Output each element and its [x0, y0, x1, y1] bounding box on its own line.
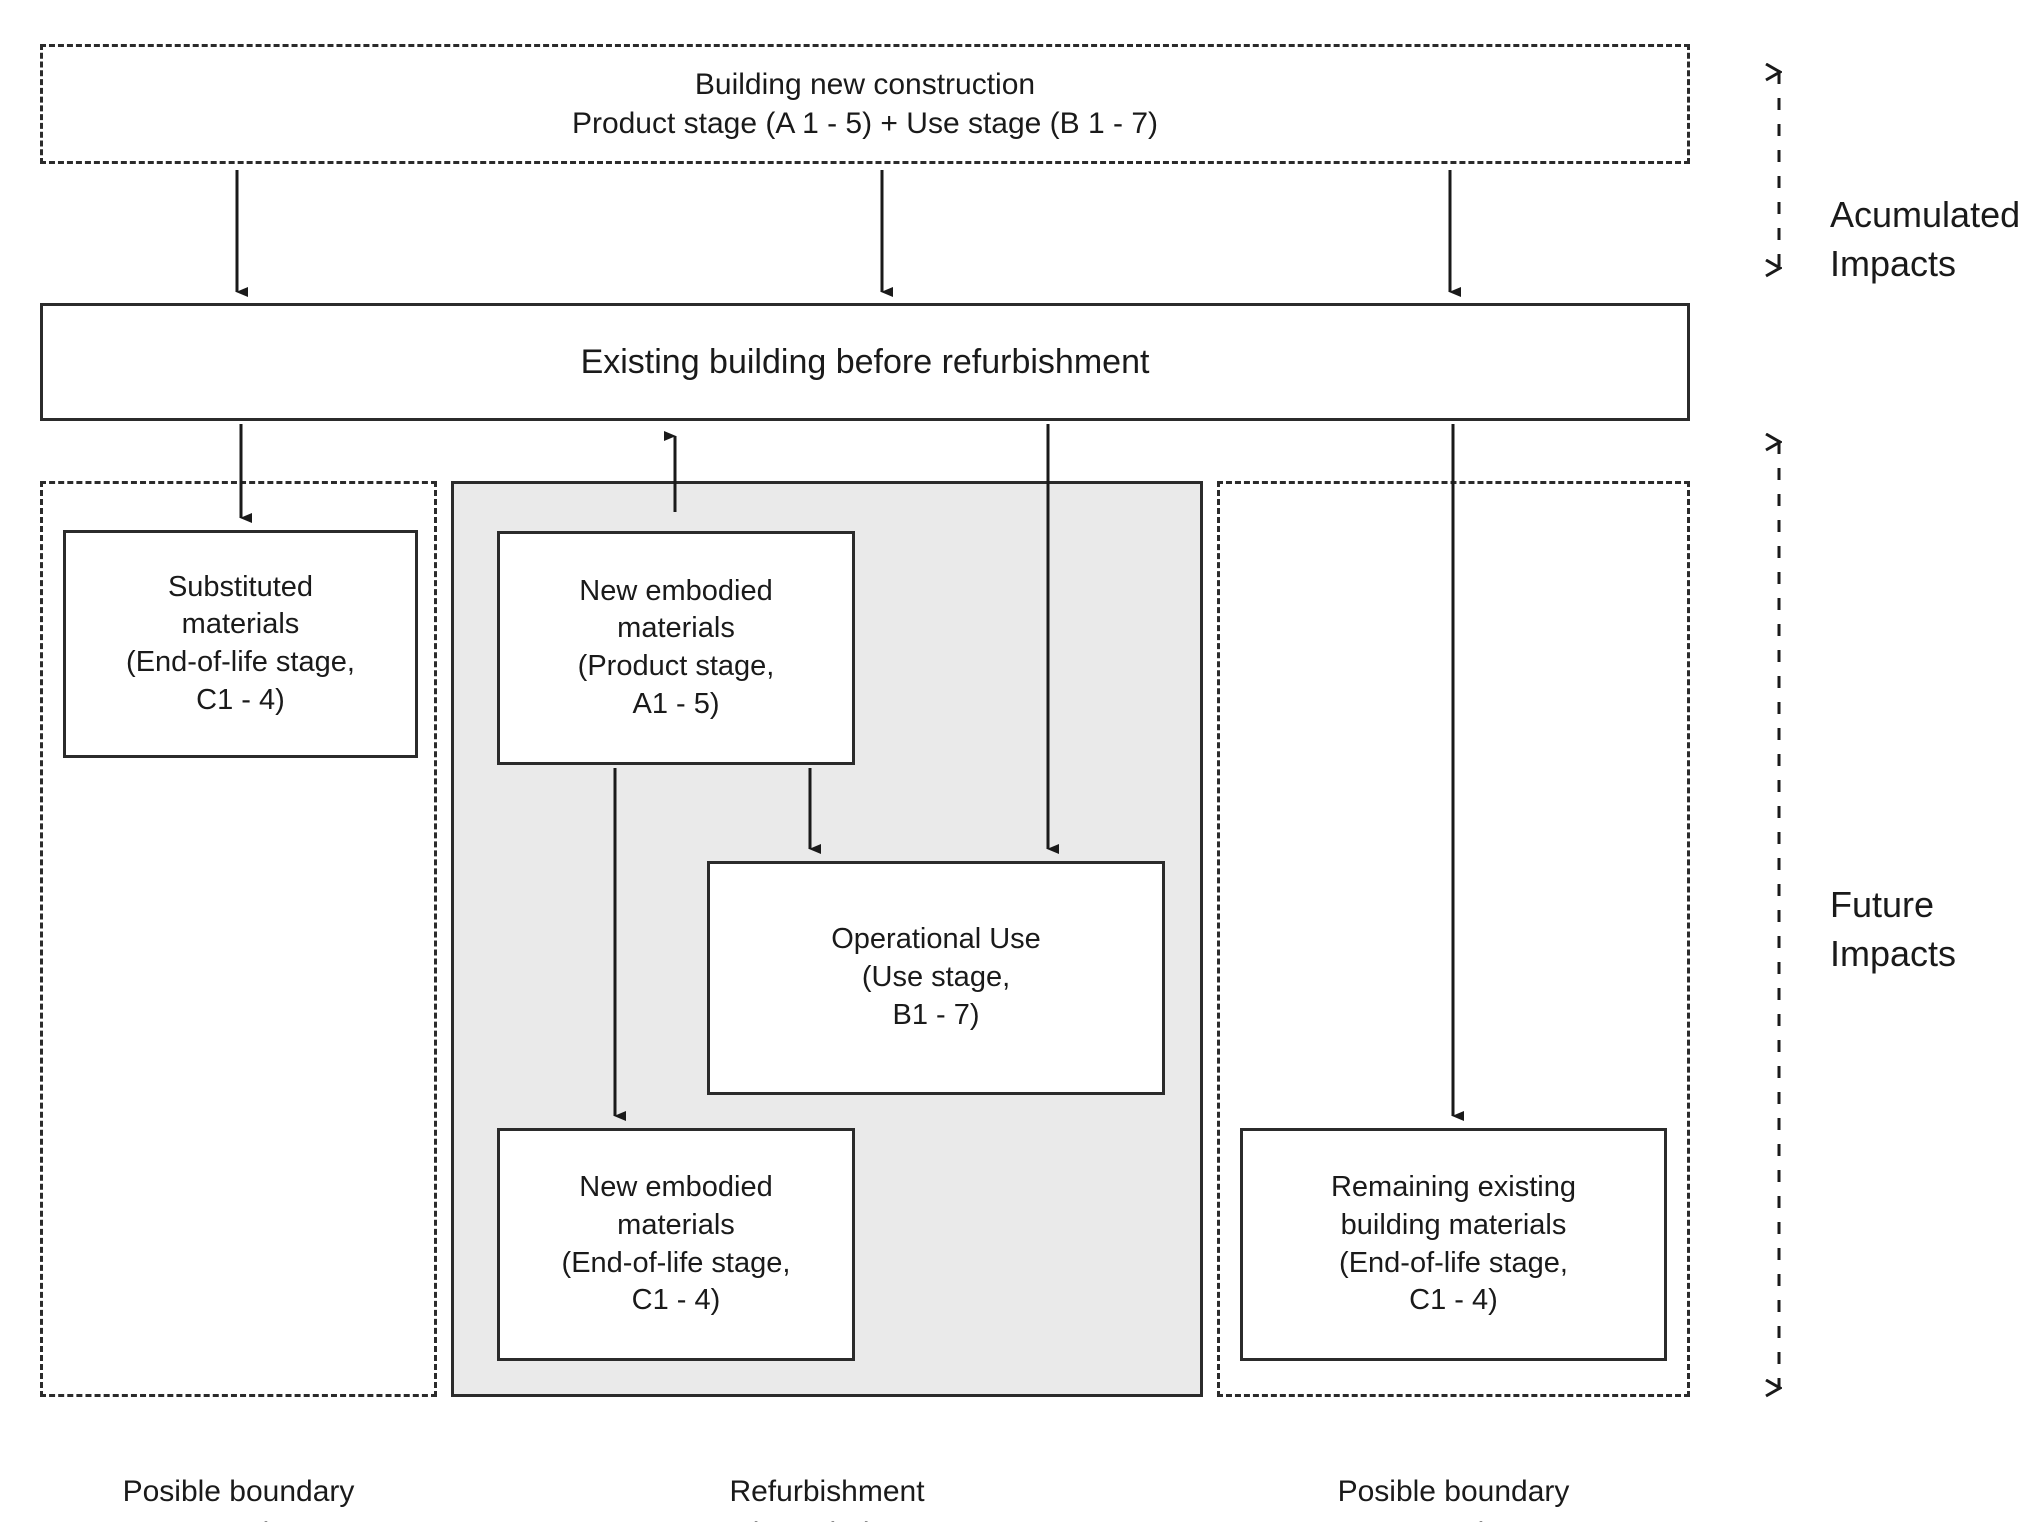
bottom-label-center: Refurbishment boundaries [451, 1430, 1203, 1522]
future-impacts-label: Future Impacts [1830, 830, 2040, 979]
remaining-existing-materials-box: Remaining existing building materials (E… [1240, 1128, 1667, 1361]
new-embodied-materials-product-text: New embodied materials (Product stage, A… [577, 574, 775, 720]
new-embodied-materials-eol-text: New embodied materials (End-of-life stag… [561, 1171, 791, 1317]
new-embodied-materials-eol-box: New embodied materials (End-of-life stag… [497, 1128, 855, 1361]
left-boundary-extension-region [40, 481, 437, 1397]
future-impacts-text: Future Impacts [1830, 883, 1957, 975]
building-new-construction-line2: Product stage (A 1 - 5) + Use stage (B 1… [571, 107, 1159, 140]
new-embodied-materials-product-box: New embodied materials (Product stage, A… [497, 531, 855, 765]
building-new-construction-text: Building new construction Product stage … [572, 65, 1158, 143]
substituted-materials-box: Substituted materials (End-of-life stage… [63, 530, 418, 758]
bottom-label-left: Posible boundary extension [40, 1430, 437, 1522]
existing-building-label: Existing building before refurbishment [580, 342, 1150, 381]
operational-use-box: Operational Use (Use stage, B1 - 7) [707, 861, 1165, 1095]
building-new-construction-line1: Building new construction [694, 68, 1036, 101]
substituted-materials-text: Substituted materials (End-of-life stage… [126, 570, 355, 716]
bottom-label-left-text: Posible boundary extension [122, 1475, 355, 1522]
accumulated-impacts-label: Acumulated Impacts [1830, 140, 2040, 289]
building-new-construction-box: Building new construction Product stage … [40, 44, 1690, 164]
bottom-label-right: Posible boundary extension [1217, 1430, 1690, 1522]
remaining-existing-materials-text: Remaining existing building materials (E… [1330, 1171, 1576, 1317]
bottom-label-right-text: Posible boundary extension [1337, 1475, 1570, 1522]
bottom-label-center-text: Refurbishment boundaries [729, 1475, 925, 1522]
operational-use-text: Operational Use (Use stage, B1 - 7) [831, 923, 1041, 1031]
existing-building-box: Existing building before refurbishment [40, 303, 1690, 421]
accumulated-impacts-text: Acumulated Impacts [1830, 193, 2021, 285]
